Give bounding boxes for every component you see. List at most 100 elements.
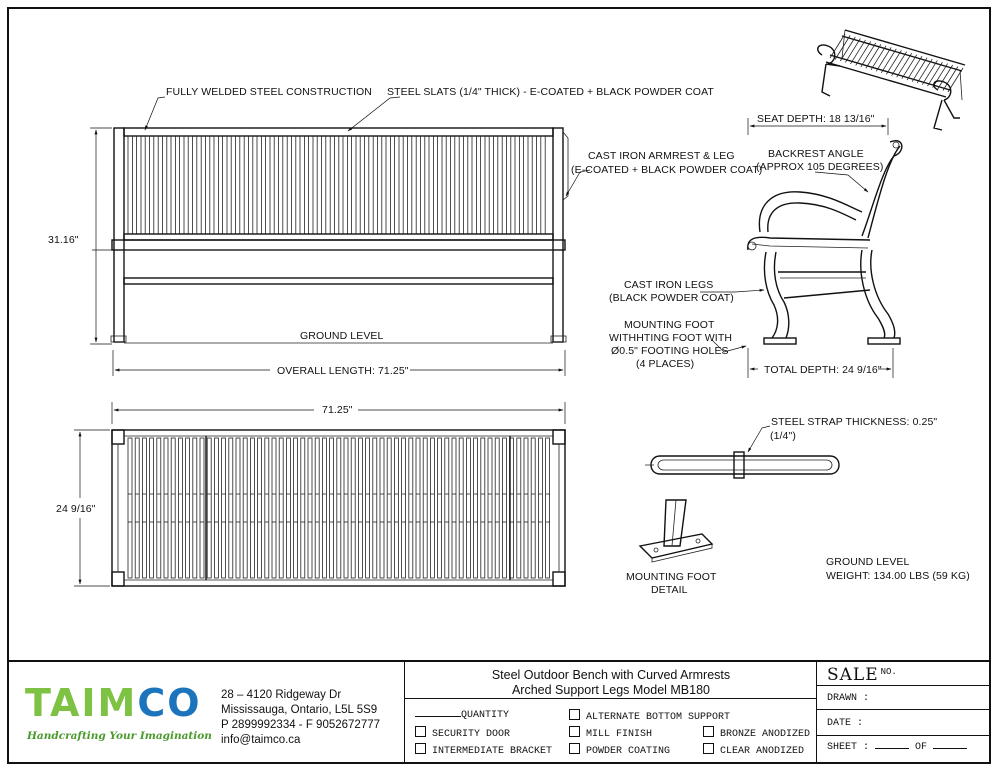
plan-slat — [357, 437, 363, 579]
option-mill-finish[interactable]: MILL FINISH — [569, 726, 652, 740]
plan-slat — [185, 437, 191, 579]
quantity-field[interactable]: QUANTITY — [415, 710, 509, 721]
back-slat — [385, 135, 391, 235]
back-bottom-rail — [123, 233, 554, 241]
front-left-post — [113, 127, 125, 343]
iso-slat — [845, 38, 861, 63]
plan-slat — [422, 437, 428, 579]
plan-slat — [199, 437, 205, 579]
back-slat — [213, 135, 219, 235]
label-four-places: (4 PLACES) — [636, 358, 694, 370]
option-security-door[interactable]: SECURITY DOOR — [415, 726, 510, 740]
iso-slat — [932, 63, 948, 88]
logo-part-blue: CO — [137, 681, 202, 725]
checkbox-mill-finish[interactable] — [569, 726, 580, 737]
drawing-sheet-border — [7, 7, 991, 764]
product-title-1: Steel Outdoor Bench with Curved Armrests — [491, 668, 731, 682]
checkbox-bronze-anodized[interactable] — [703, 726, 714, 737]
back-slat — [437, 135, 443, 235]
drawn-field[interactable]: DRAWN : — [827, 693, 870, 704]
plan-slat — [300, 437, 306, 579]
lower-stretcher — [123, 277, 554, 285]
back-slat — [376, 135, 383, 235]
checkbox-intermediate-bracket[interactable] — [415, 743, 426, 754]
plan-slat — [235, 437, 241, 579]
plan-corner-bl — [111, 571, 125, 587]
plan-slat — [221, 437, 227, 579]
iso-slat — [875, 47, 892, 72]
label-backrest-angle: BACKREST ANGLE — [768, 148, 864, 160]
iso-slat — [937, 64, 954, 90]
label-cast-iron-legs-coat: (BLACK POWDER COAT) — [609, 292, 734, 304]
back-slat — [170, 135, 176, 235]
date-field[interactable]: DATE : — [827, 718, 864, 729]
plan-slat — [415, 437, 421, 579]
label-steel-slats: STEEL SLATS (1/4" THICK) - E-COATED + BL… — [387, 86, 714, 98]
label-strap-fraction: (1/4") — [770, 430, 796, 442]
plan-view — [74, 402, 566, 587]
technical-drawing: FULLY WELDED STEEL CONSTRUCTION STEEL SL… — [48, 29, 970, 596]
address-line-1: 28 – 4120 Ridgeway Dr — [221, 689, 342, 701]
iso-slat — [839, 36, 856, 62]
plan-slat — [264, 437, 270, 579]
option-powder-coating[interactable]: POWDER COATING — [569, 743, 670, 757]
option-bronze-anodized[interactable]: BRONZE ANODIZED — [703, 726, 810, 740]
back-slat — [239, 135, 245, 235]
back-slat — [488, 135, 495, 235]
iso-slat — [834, 35, 851, 60]
option-clear-anodized[interactable]: CLEAR ANODIZED — [703, 743, 804, 757]
seat-apron — [123, 249, 554, 279]
checkbox-security-door[interactable] — [415, 726, 426, 737]
back-slat — [153, 135, 159, 235]
plan-slat — [307, 437, 313, 579]
plan-slat — [206, 437, 212, 579]
iso-slat — [927, 61, 943, 87]
back-slat — [316, 135, 323, 235]
back-slat — [333, 135, 340, 235]
back-slat — [222, 135, 228, 235]
sheet-field[interactable]: SHEET : OF — [827, 742, 968, 753]
plan-slat — [393, 437, 399, 579]
label-backrest-angle-value: (APPROX 105 DEGREES) — [756, 161, 883, 173]
iso-slat — [901, 54, 918, 79]
plan-slat — [336, 437, 342, 579]
plan-slat — [192, 437, 198, 579]
phone-fax: P 2899992334 - F 9052672777 — [221, 719, 381, 731]
back-slat — [419, 135, 426, 235]
plan-slat — [444, 437, 450, 579]
plan-slat — [545, 437, 550, 579]
email-link[interactable]: info@taimco.ca — [221, 734, 301, 746]
back-slat — [342, 135, 348, 235]
iso-slat — [911, 57, 928, 82]
checkbox-clear-anodized[interactable] — [703, 743, 714, 754]
back-slat — [359, 135, 366, 235]
label-weight: WEIGHT: 134.00 LBS (59 KG) — [826, 570, 970, 582]
company-address: 28 – 4120 Ridgeway Dr Mississauga, Ontar… — [221, 688, 380, 748]
plan-slat — [213, 437, 219, 579]
back-slat — [531, 135, 538, 235]
plan-slat — [228, 437, 234, 579]
iso-slat — [886, 50, 902, 75]
plan-slat — [465, 437, 471, 579]
back-slat — [480, 135, 486, 235]
checkbox-alternate-bottom[interactable] — [569, 709, 580, 720]
option-intermediate-bracket[interactable]: INTERMEDIATE BRACKET — [415, 743, 552, 757]
back-slat — [325, 135, 331, 235]
iso-slat — [870, 45, 887, 71]
back-slat — [523, 135, 529, 235]
label-fully-welded: FULLY WELDED STEEL CONSTRUCTION — [166, 86, 372, 98]
label-mounting-detail-2: DETAIL — [651, 584, 688, 596]
back-slat — [179, 135, 185, 235]
taimco-logo: TAIMCO — [25, 684, 202, 722]
back-slat — [247, 135, 254, 235]
plan-slat — [329, 437, 335, 579]
logo-part-green: TAIM — [25, 681, 138, 725]
option-alternate-bottom[interactable]: ALTERNATE BOTTOM SUPPORT — [569, 709, 730, 723]
plan-slat — [127, 437, 133, 579]
checkbox-powder-coating[interactable] — [569, 743, 580, 754]
plan-slat — [242, 437, 248, 579]
plan-slat — [429, 437, 435, 579]
iso-slat — [829, 33, 846, 59]
mounting-foot-detail — [638, 499, 714, 563]
iso-slat — [865, 44, 882, 69]
